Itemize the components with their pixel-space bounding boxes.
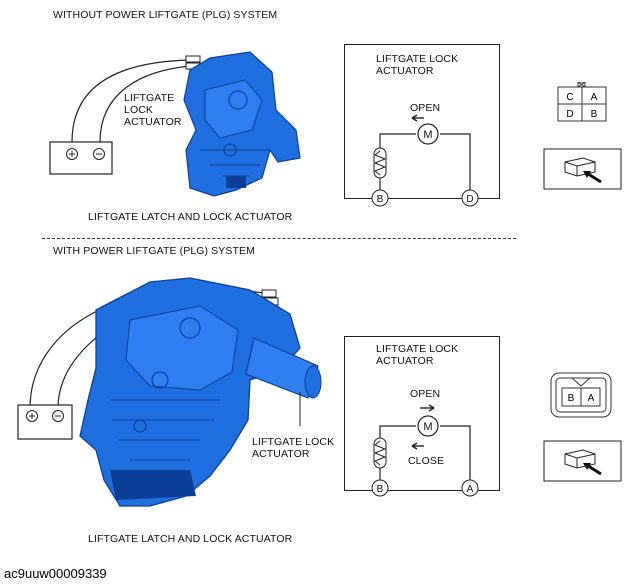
- top-motor-symbol: M: [423, 129, 432, 141]
- top-open-label: OPEN: [410, 102, 441, 114]
- top-pin-2: A: [591, 92, 598, 103]
- top-caption: LIFTGATE LATCH AND LOCK ACTUATOR: [88, 211, 293, 223]
- bottom-pin-1: B: [568, 393, 575, 404]
- bottom-section-title: WITH POWER LIFTGATE (PLG) SYSTEM: [53, 245, 255, 257]
- top-schematic-circuit: M B D: [371, 114, 479, 207]
- bottom-harness-connector-icon: [543, 440, 622, 482]
- bottom-schematic-title: LIFTGATE LOCK ACTUATOR: [376, 343, 459, 367]
- figure-code: ac9uuw00009339: [4, 566, 107, 581]
- bottom-open-label: OPEN: [410, 388, 441, 400]
- bottom-pin-2: A: [588, 393, 595, 404]
- top-terminal-right: D: [466, 194, 473, 205]
- top-latch-illustration: [49, 51, 301, 197]
- bottom-latch-illustration: [17, 277, 322, 507]
- bottom-schematic-box: [344, 336, 500, 491]
- bottom-schematic-circuit: M B A: [371, 404, 479, 497]
- section-divider: [42, 238, 516, 239]
- top-harness-connector-icon: [543, 148, 622, 190]
- top-terminal-left: B: [377, 194, 384, 205]
- top-pin-4: B: [591, 109, 598, 120]
- bottom-terminal-right: A: [467, 484, 474, 495]
- top-actuator-callout: LIFTGATE LOCK ACTUATOR: [124, 92, 182, 128]
- top-pin-1: C: [566, 92, 573, 103]
- bottom-caption: LIFTGATE LATCH AND LOCK ACTUATOR: [88, 533, 293, 545]
- bottom-battery: [17, 404, 73, 440]
- top-schematic-box: [344, 44, 500, 199]
- top-section-title: WITHOUT POWER LIFTGATE (PLG) SYSTEM: [53, 9, 278, 21]
- top-battery: [49, 141, 113, 175]
- top-pin-3: D: [566, 109, 573, 120]
- bottom-motor-symbol: M: [423, 421, 432, 433]
- bottom-terminal-left: B: [377, 484, 384, 495]
- bottom-actuator-callout: LIFTGATE LOCK ACTUATOR: [252, 436, 335, 460]
- top-schematic-title: LIFTGATE LOCK ACTUATOR: [376, 53, 459, 77]
- bottom-close-label: CLOSE: [408, 455, 445, 467]
- bottom-connector-pinout: B A: [550, 372, 612, 418]
- top-connector-pinout: C A D B: [557, 82, 607, 122]
